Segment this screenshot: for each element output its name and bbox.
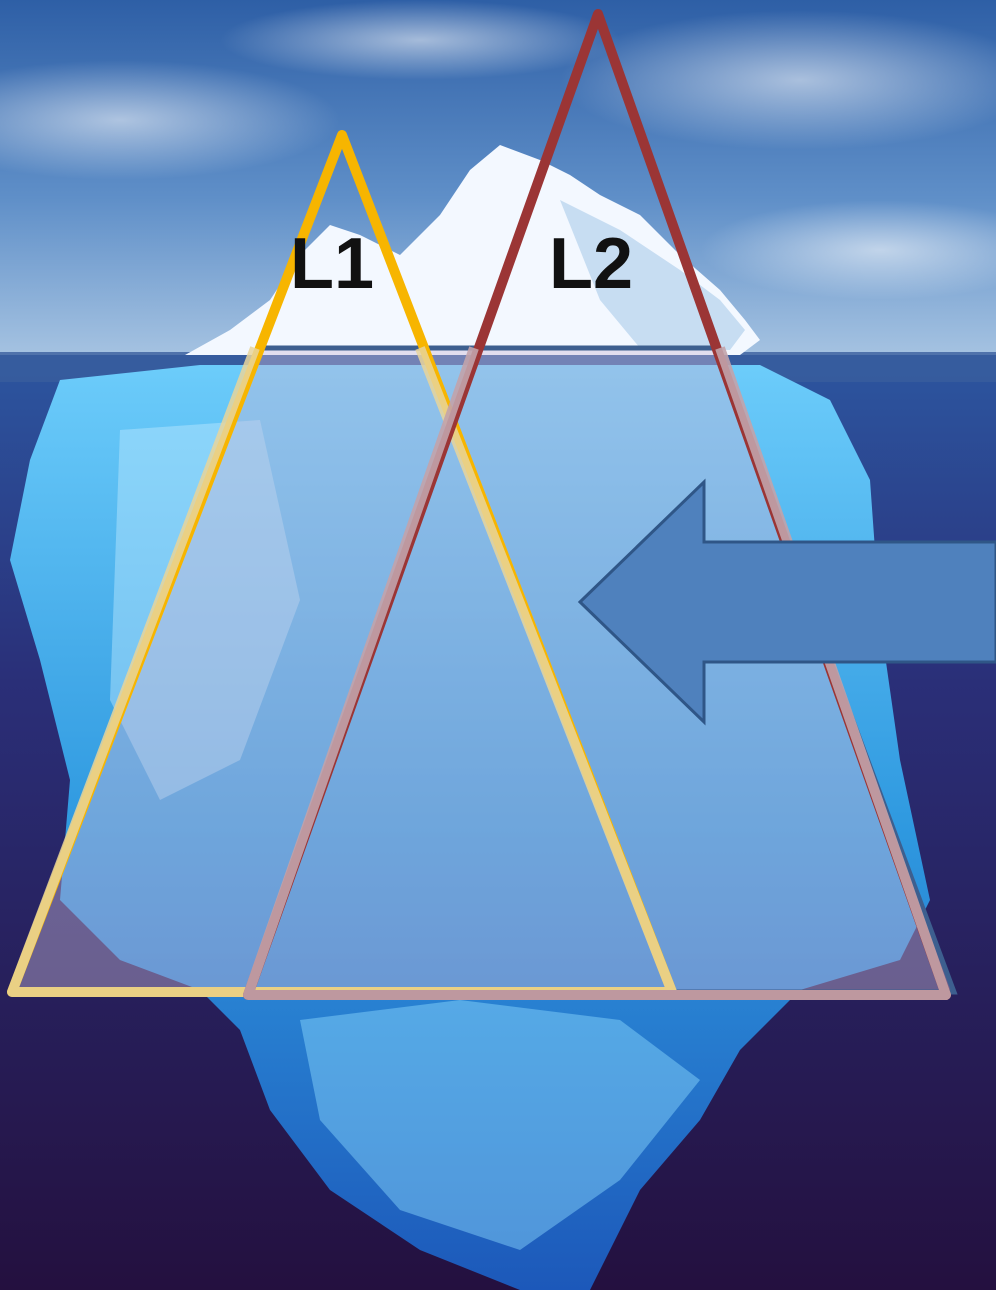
l2-label: L2 — [549, 224, 633, 304]
iceberg-highlight — [110, 420, 300, 800]
l2-triangle-submerged — [243, 346, 951, 1000]
cloud — [220, 0, 620, 80]
cloud — [560, 10, 996, 150]
l1-label: L1 — [290, 224, 374, 304]
iceberg-highlight — [300, 1000, 700, 1250]
cloud — [0, 60, 340, 180]
cloud — [700, 200, 996, 300]
left-arrow-icon — [577, 478, 996, 726]
